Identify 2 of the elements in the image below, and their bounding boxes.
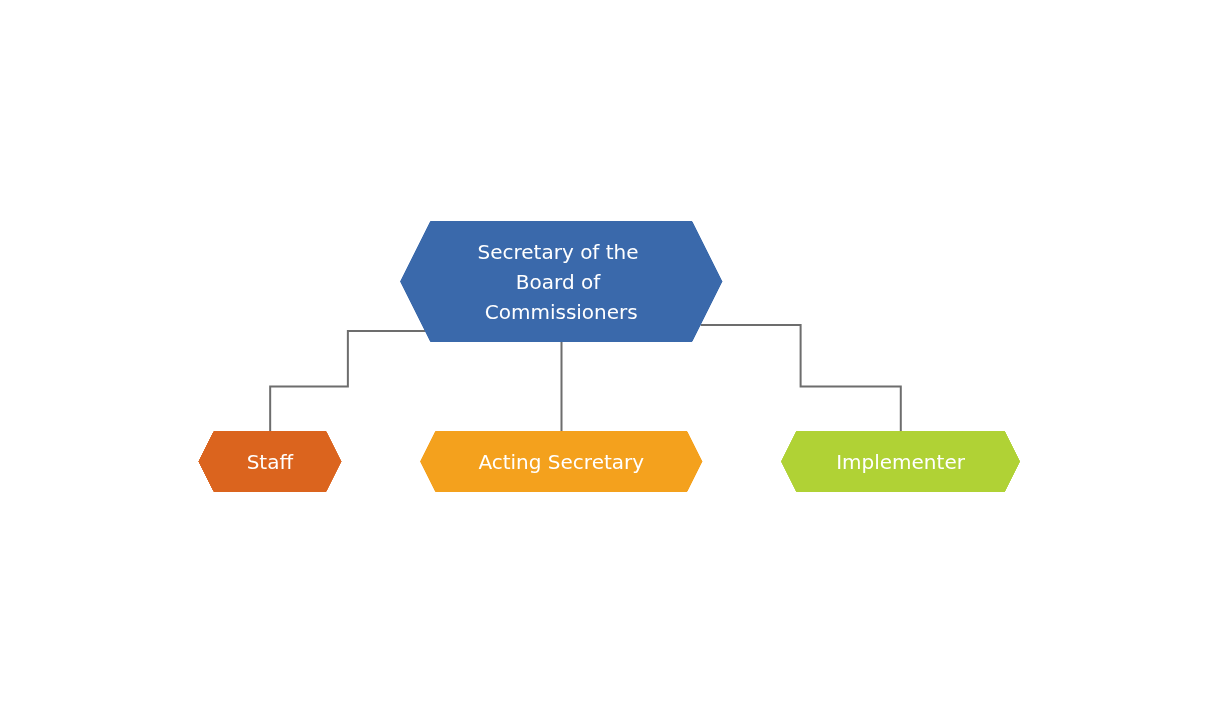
connector bbox=[560, 341, 564, 433]
connector bbox=[699, 324, 903, 433]
